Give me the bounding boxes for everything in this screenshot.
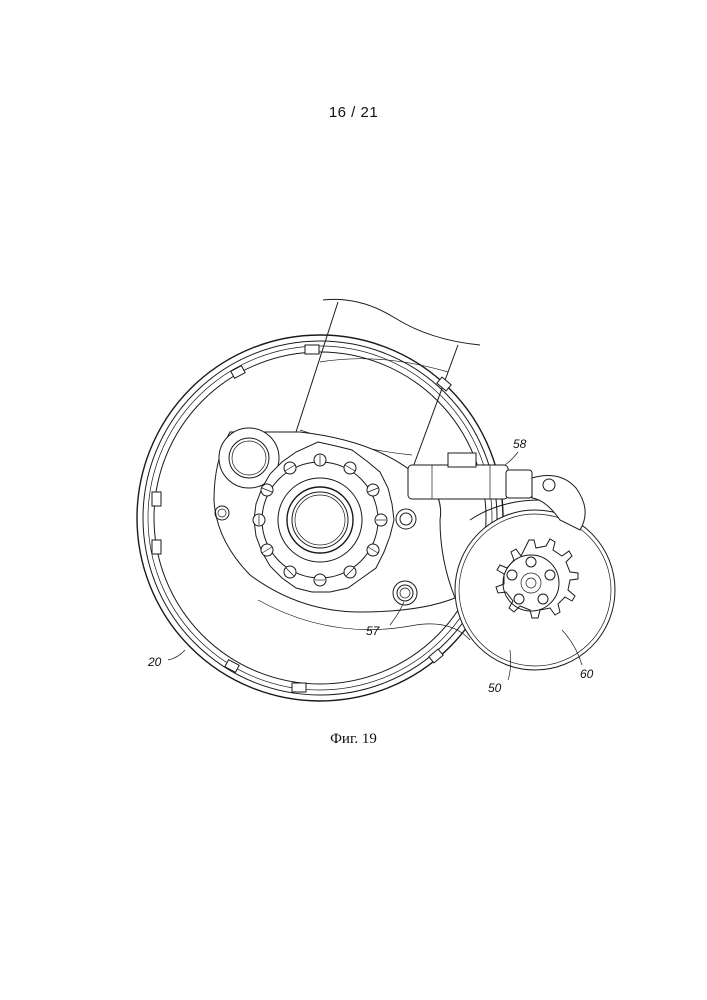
label-motor: 50 — [488, 681, 502, 695]
figure-caption: Фиг. 19 — [0, 731, 707, 748]
bolt-57 — [393, 581, 417, 605]
label-actuator: 58 — [513, 437, 527, 451]
side-bolt — [396, 509, 416, 529]
label-ring: 20 — [147, 655, 162, 669]
label-bolt: 57 — [366, 624, 381, 638]
label-sprocket: 60 — [580, 667, 594, 681]
